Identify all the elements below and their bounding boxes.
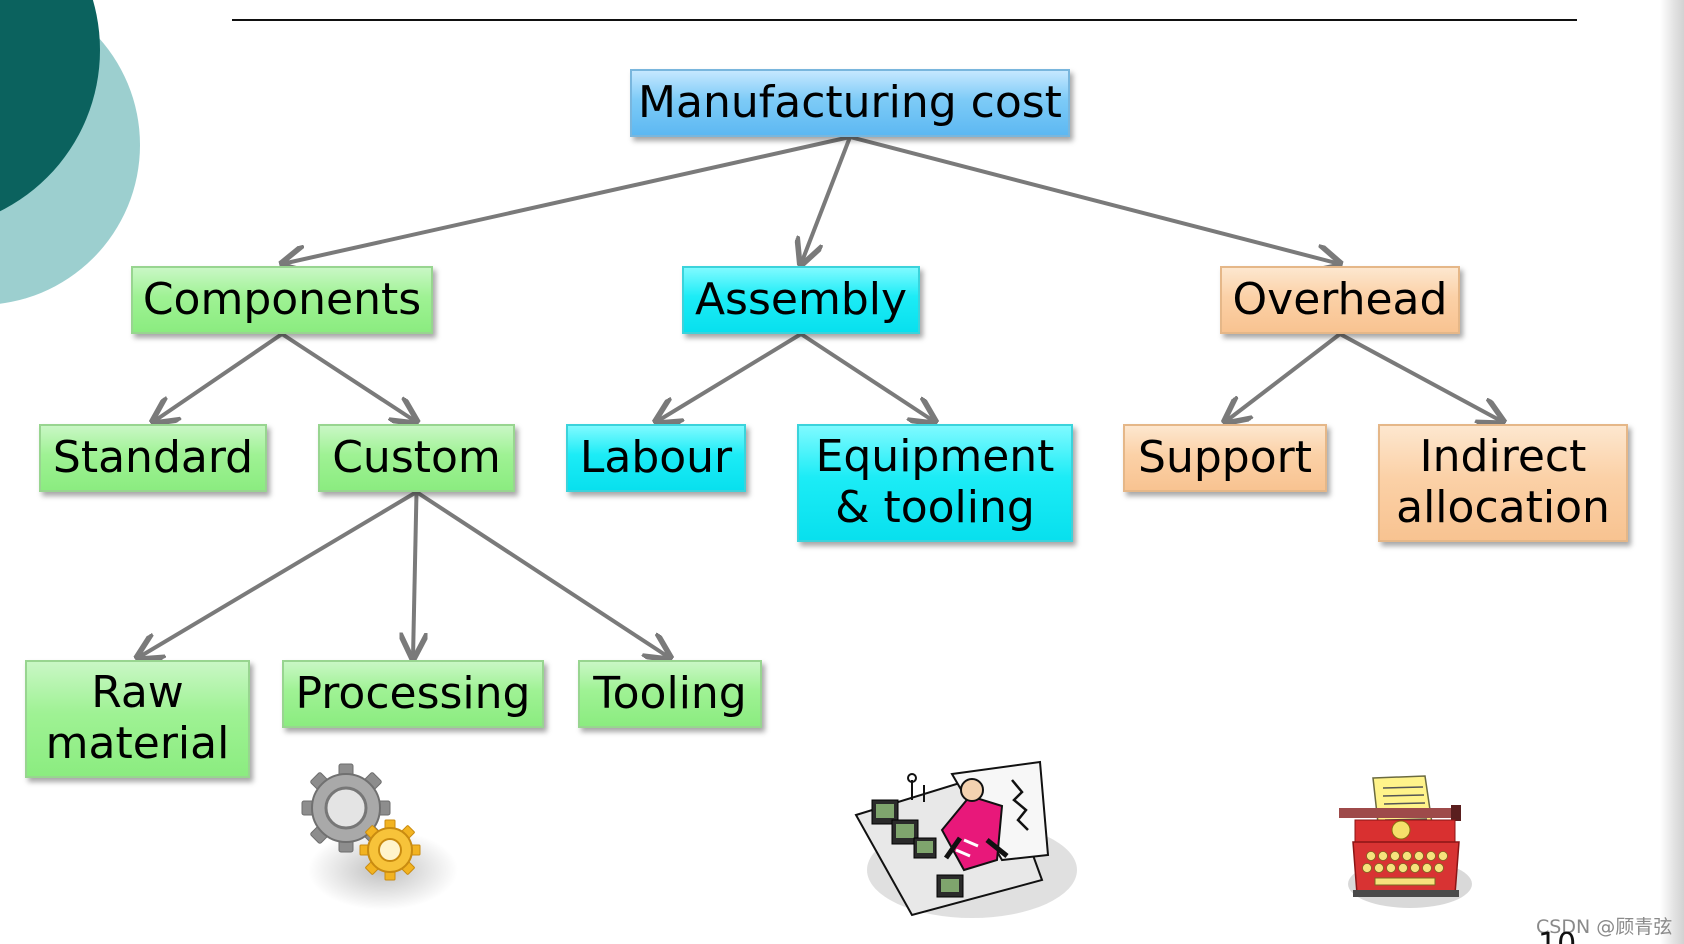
node-custom: Custom [318,424,515,492]
slide-edge-shadow [1660,0,1684,944]
arrow-components-to-custom [280,332,417,422]
arrow-group [138,135,1504,658]
arrow-assembly-to-labour [656,332,803,422]
title-rule [232,19,1577,21]
node-processing: Processing [282,660,544,728]
node-equipment-tooling: Equipment & tooling [797,424,1073,542]
page-number: 10 [1538,930,1576,944]
arrow-root-to-overhead [849,135,1340,264]
corner-decoration [0,0,140,304]
typewriter-icon [1339,775,1472,908]
node-labour: Labour [566,424,746,492]
arrow-assembly-to-equipment [799,332,935,422]
node-raw-material: Raw material [25,660,250,778]
gears-icon [301,763,458,910]
node-support: Support [1123,424,1327,492]
arrow-custom-to-raw [138,490,418,658]
node-manufacturing-cost: Manufacturing cost [630,69,1070,137]
factory-worker-icon [854,760,1077,918]
node-overhead: Overhead [1220,266,1460,334]
node-components: Components [131,266,433,334]
node-standard: Standard [39,424,267,492]
arrow-overhead-to-indirect [1339,332,1503,422]
arrow-root-to-components [282,135,851,264]
arrow-custom-to-tooling [415,490,671,658]
arrow-overhead-to-support [1225,332,1342,422]
node-indirect-allocation: Indirect allocation [1378,424,1628,542]
watermark-text: CSDN @顾青弦 [1536,916,1673,938]
node-assembly: Assembly [682,266,920,334]
node-tooling: Tooling [578,660,762,728]
arrow-root-to-assembly [801,136,852,264]
arrow-components-to-standard [153,332,284,422]
arrow-custom-to-processing [413,491,417,658]
decor-circle-dark [0,0,100,212]
